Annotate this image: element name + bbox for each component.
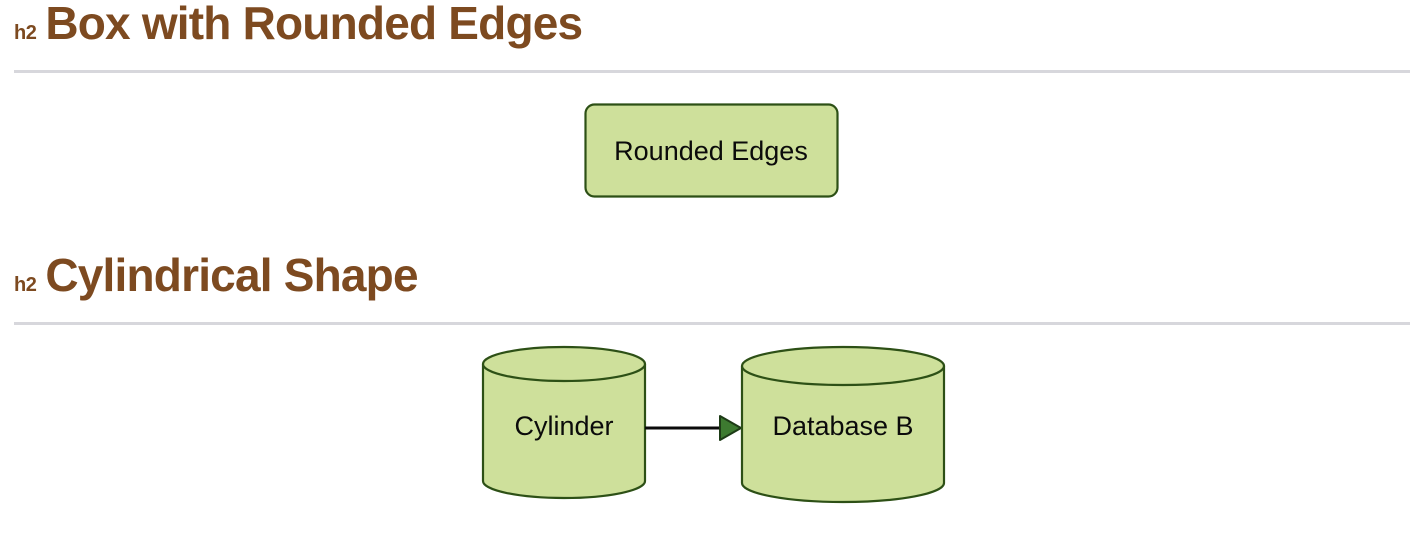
rounded-edges-diagram-canvas: Rounded Edges xyxy=(584,103,839,198)
node-database-b[interactable]: Database B xyxy=(740,345,946,504)
page-title-cylinder: Cylindrical Shape xyxy=(45,249,418,301)
node-cylinder[interactable]: Cylinder xyxy=(481,345,647,500)
heading-divider-cylinder xyxy=(14,322,1410,325)
edge-cylinder-to-database-b[interactable] xyxy=(645,415,742,441)
node-rounded-edges[interactable]: Rounded Edges xyxy=(584,103,839,198)
cylinder-diagram-canvas: Cylinder Database B xyxy=(481,345,946,504)
node-label-database-b: Database B xyxy=(772,411,913,441)
diagram-rounded-edges: Rounded Edges xyxy=(0,81,1410,221)
heading-box-with-rounded-edges: h2 Box with Rounded Edges xyxy=(0,0,1410,62)
heading-tag-label: h2 xyxy=(14,274,37,296)
heading-divider-rounded xyxy=(14,70,1410,73)
cylinder-top-ellipse xyxy=(481,345,647,383)
cylinder-body-shape[interactable] xyxy=(481,362,647,500)
diagram-cylindrical-shape: Cylinder Database B xyxy=(0,333,1410,533)
cylinder-top-ellipse xyxy=(740,345,946,387)
section-box-with-rounded-edges: h2 Box with Rounded Edges Rounded Edges xyxy=(0,0,1410,221)
section-cylindrical-shape: h2 Cylindrical Shape Cylinder Data xyxy=(0,252,1410,533)
heading-cylindrical-shape: h2 Cylindrical Shape xyxy=(0,252,1410,314)
heading-tag-label: h2 xyxy=(14,22,37,44)
node-label-cylinder: Cylinder xyxy=(514,411,613,441)
node-label-rounded-edges: Rounded Edges xyxy=(614,136,808,166)
arrow-head-icon xyxy=(719,415,742,441)
rounded-rect-shape[interactable] xyxy=(584,103,839,198)
page-title-rounded: Box with Rounded Edges xyxy=(45,0,583,49)
cylinder-body-shape[interactable] xyxy=(740,364,946,504)
